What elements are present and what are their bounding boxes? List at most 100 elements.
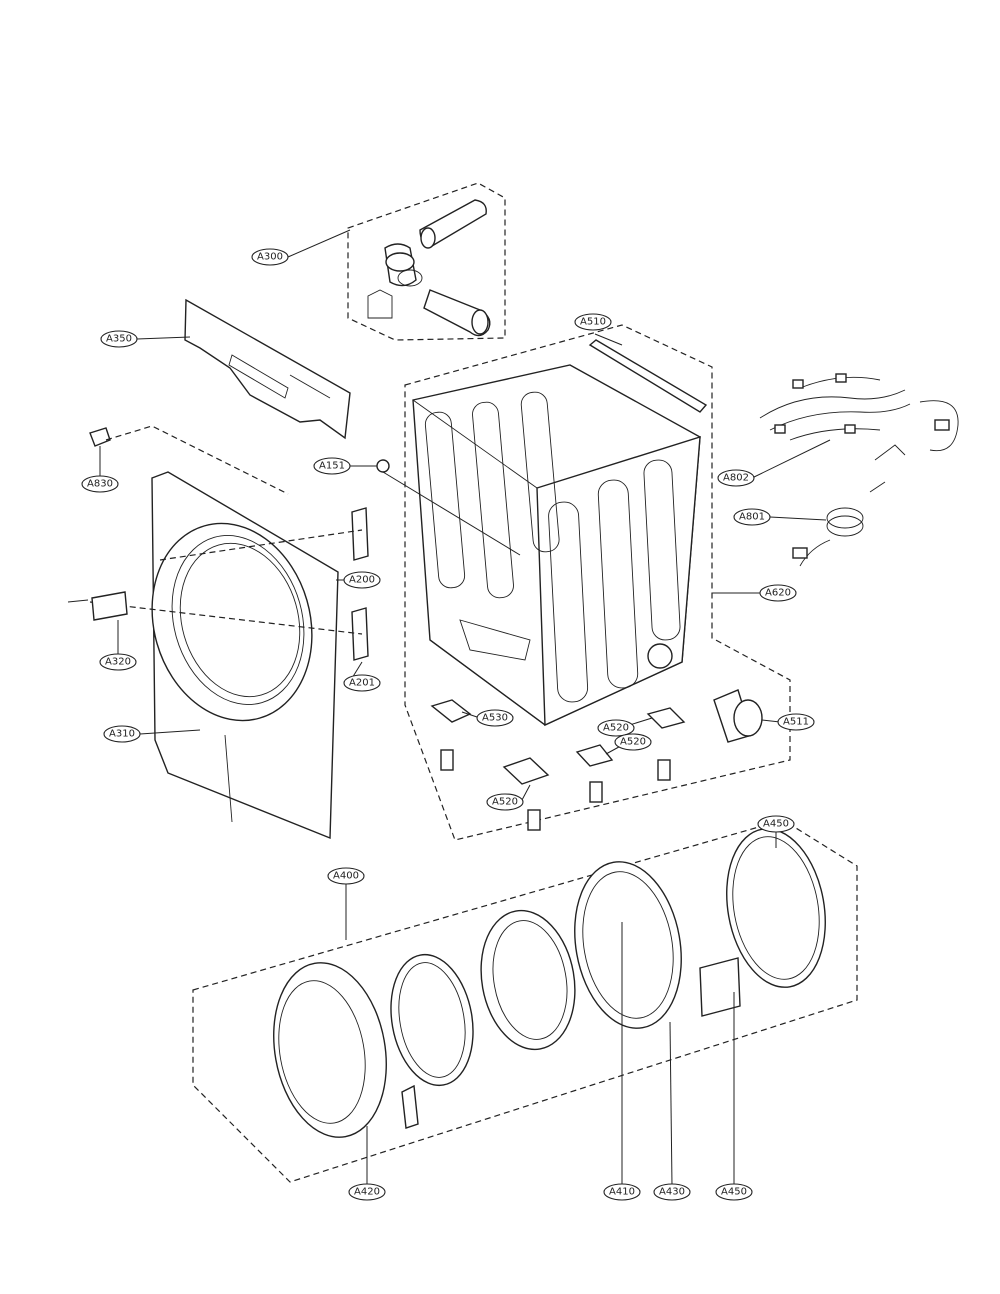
power-cord-end [869,481,886,493]
small-clip-body [89,427,111,447]
part-label-text: A830 [87,479,113,490]
leveling-parts [430,699,686,831]
door-glass-gasket [390,953,474,1087]
foot-bracket-right [646,707,686,729]
cabinet-rib-2 [472,401,514,599]
part-label-oval [614,733,652,751]
part-label-text: A420 [354,1187,380,1198]
door-latch-screw [67,599,89,603]
part-label-a510-top: A510 [574,313,612,331]
part-label-text: A400 [333,871,359,882]
small-knob [376,459,390,473]
part-label-a450: A450 [757,815,795,833]
foot-bracket-mid [502,757,550,785]
power-cord-coil-2 [826,515,864,537]
part-label-a151: A151 [313,457,351,475]
harness-connector-4 [844,424,856,434]
door-latch-body [91,591,128,621]
door-inner-frame [574,861,682,1029]
cabinet-rib-4 [548,501,589,703]
door-gasket-ring-inner [732,836,820,980]
harness-loop [919,400,959,452]
door-handle [401,1084,419,1129]
part-label-a520-left: A520 [486,793,524,811]
cabinet-rib-5 [597,479,639,689]
door-latch [67,591,128,621]
cabinet-group [404,324,791,841]
part-label-text: A300 [257,252,283,263]
harness-connector-2 [835,373,847,383]
front-panel-door-opening [171,535,305,705]
exhaust-duct-collar [733,699,763,737]
top-bracket-body [184,298,351,440]
part-label-text: A802 [723,473,749,484]
door-group [192,819,858,1183]
part-label-oval [343,674,381,692]
leveling-foot-4 [657,759,671,781]
part-label-a530: A530 [476,709,514,727]
harness-wire-3 [789,428,881,441]
part-label-oval [99,653,137,671]
part-label-a350: A350 [100,330,138,348]
part-label-oval [733,508,771,526]
top-bracket-slot [228,354,289,399]
pipe-group-boundary [347,182,506,341]
part-label-a430: A430 [653,1183,691,1201]
top-bracket-rib [289,374,331,399]
harness-connector-3 [774,424,786,434]
top-bracket [184,298,351,440]
part-label-text: A450 [763,819,789,830]
part-label-text: A511 [783,717,809,728]
part-label-a520-mid: A520 [597,719,635,737]
cabinet-base-frame [459,619,531,661]
foot-bracket-center [575,744,614,767]
door-outer-frame [273,962,387,1138]
front-panel [105,425,339,840]
part-label-oval [327,867,365,885]
part-label-a801: A801 [733,508,771,526]
part-label-a200: A200 [343,571,381,589]
part-label-text: A620 [765,588,791,599]
power-cord-lead [799,539,831,567]
upper-pipe-end [420,227,436,249]
part-label-a201: A201 [343,674,381,692]
power-cord [792,481,886,567]
elbow-ring [385,252,415,272]
leveling-foot-3 [589,781,603,803]
part-label-a320: A320 [99,653,137,671]
part-label-oval [717,469,755,487]
part-label-text: A520 [620,737,646,748]
top-rail-bracket [588,339,708,413]
part-label-a440: A450 [715,1183,753,1201]
part-label-text: A320 [105,657,131,668]
power-cord-coil-1 [826,507,864,529]
door-hinge-plate [699,957,741,1017]
leveling-foot-2 [527,809,541,831]
part-label-text: A801 [739,512,765,523]
part-label-oval [348,1183,386,1201]
part-label-text: A201 [349,678,375,689]
part-label-text: A450 [721,1187,747,1198]
part-labels: A300A350A510A830A151A802A801A310A200A320… [81,248,815,1201]
elbow-ring-lower [397,269,423,287]
part-label-text: A510 [580,317,606,328]
part-label-oval [759,584,797,602]
exhaust-duct [713,689,763,743]
foot-bracket-left [430,699,472,723]
part-label-text: A520 [492,797,518,808]
part-label-oval [343,571,381,589]
wire-harness [759,373,959,461]
part-label-oval [313,457,351,475]
part-label-a520-right: A520 [614,733,652,751]
part-label-oval [574,313,612,331]
part-label-oval [100,330,138,348]
part-label-oval [81,475,119,493]
power-cord-plug [792,547,808,559]
part-label-a620: A620 [759,584,797,602]
cabinet-rib-6 [643,459,681,641]
front-panel-seam [224,734,233,823]
harness-connector-1 [792,379,804,389]
part-label-text: A151 [319,461,345,472]
